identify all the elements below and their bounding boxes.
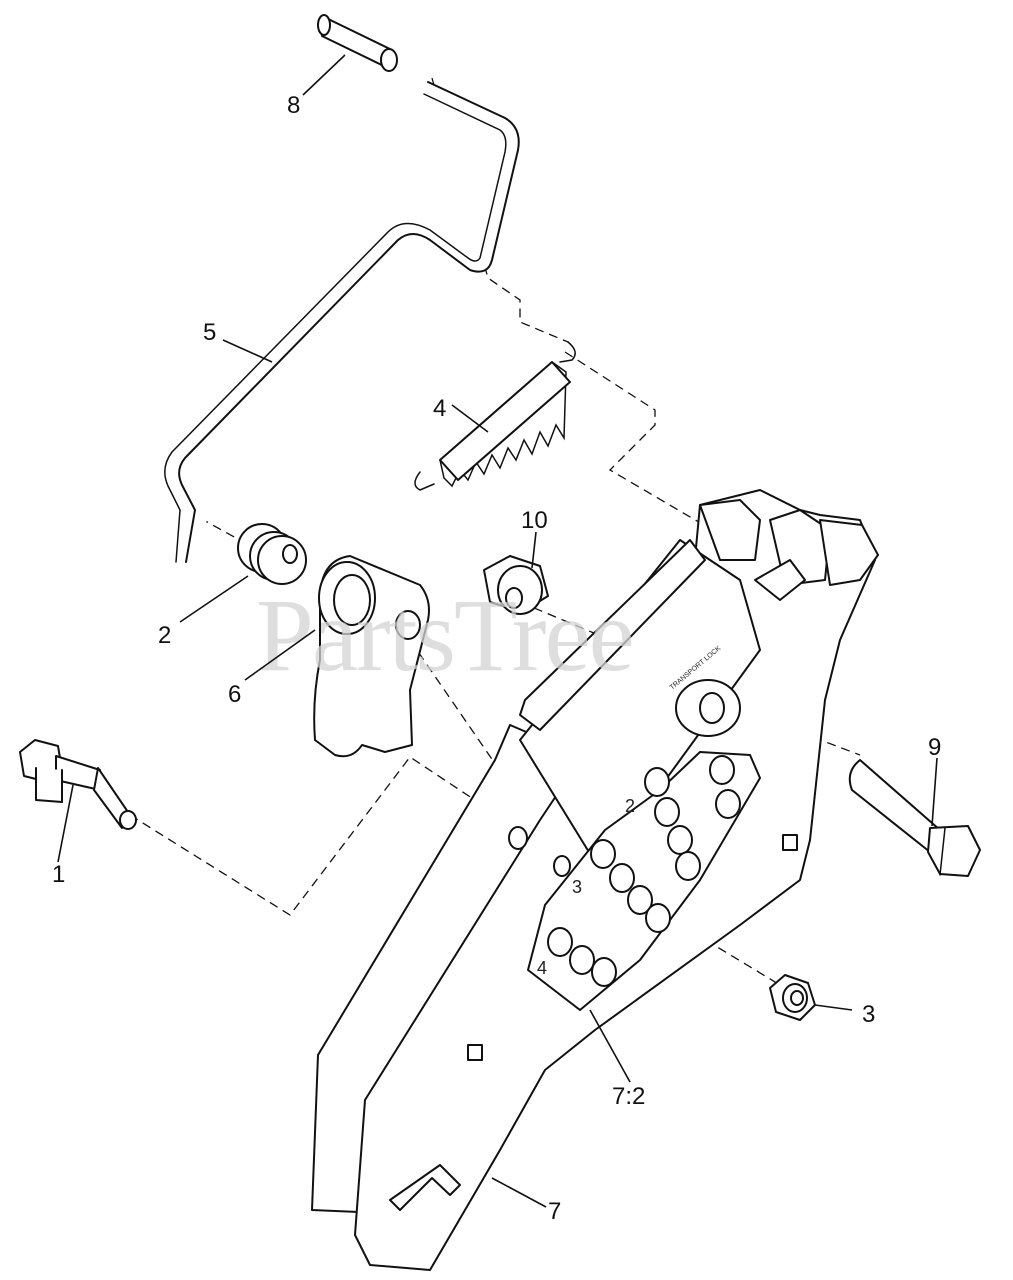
callout-2: 2: [158, 622, 171, 649]
callout-1: 1: [52, 861, 65, 888]
plate-pos-3: 3: [572, 877, 582, 897]
plate-pos-2: 2: [625, 796, 635, 816]
callout-5: 5: [203, 319, 216, 346]
callout-7: 7: [548, 1198, 561, 1225]
plate-holes: [547, 755, 741, 987]
leader-lines: [57, 54, 938, 1208]
part-2-grommet: [237, 523, 307, 585]
plate-pos-4: 4: [537, 958, 547, 978]
part-5-rod: [164, 81, 520, 563]
callout-8: 8: [287, 92, 300, 119]
callout-labels: 8 5 4 10 2 6 9 1 3 7:2 7: [52, 92, 941, 1225]
part-6-latch: [313, 555, 430, 758]
callout-7-2: 7:2: [612, 1083, 645, 1110]
part-9-bolt: [848, 759, 981, 877]
callout-4: 4: [433, 395, 446, 422]
callout-9: 9: [928, 734, 941, 761]
part-10-nut: [483, 555, 549, 615]
watermark-text: PartsTree: [256, 578, 633, 693]
part-3-nut: [769, 974, 816, 1021]
part-7-bracket: TRANSPORT LOCK 1 2 3 4: [311, 489, 879, 1271]
part-8-grip: [317, 14, 398, 72]
part-4-spring: [414, 341, 576, 491]
callout-3: 3: [862, 1001, 875, 1028]
callout-6: 6: [228, 681, 241, 708]
part-1-bolt: [19, 739, 137, 830]
callout-10: 10: [521, 507, 548, 534]
